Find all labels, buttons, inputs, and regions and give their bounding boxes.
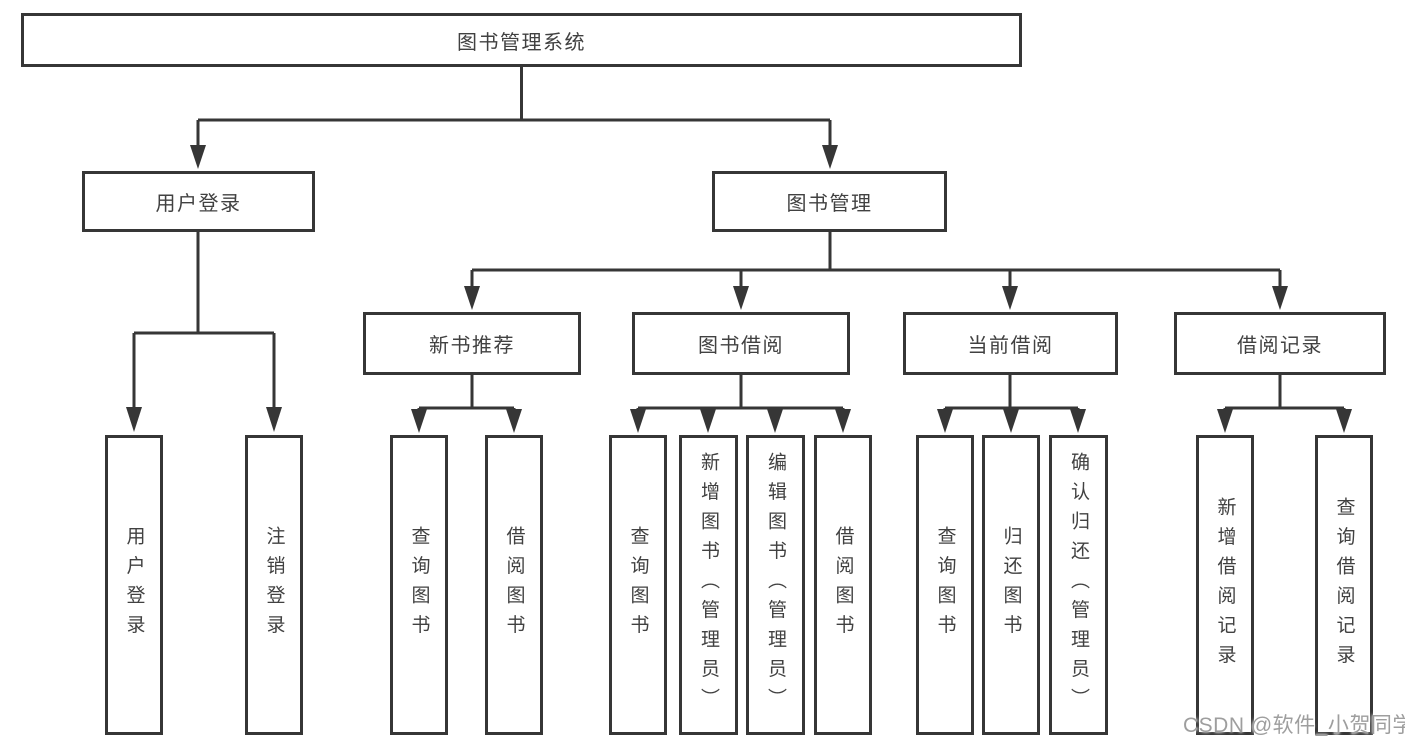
connector-current-borrow <box>943 374 1080 413</box>
csdn-watermark: CSDN @软件_小贺同学 <box>1183 714 1405 737</box>
arrowheads <box>126 145 1352 433</box>
leaf-logout-login: 注销登录 <box>245 435 303 735</box>
leaf-query-borrow-record: 查询借阅记录 <box>1315 435 1373 735</box>
node-library-management-system: 图书管理系统 <box>21 13 1022 67</box>
connector-new-book-recommend <box>417 374 516 413</box>
node-book-management: 图书管理 <box>712 171 947 232</box>
leaf-add-borrow-record: 新增借阅记录 <box>1196 435 1254 735</box>
leaf-edit-books-admin: 编辑图书（管理员） <box>746 435 805 735</box>
connector-book-management <box>470 232 1282 288</box>
leaf-return-books: 归还图书 <box>982 435 1040 735</box>
node-new-book-recommend: 新书推荐 <box>363 312 581 375</box>
leaf-confirm-return-admin: 确认归还（管理员） <box>1049 435 1108 735</box>
connector-borrow-records <box>1223 374 1346 413</box>
leaf-query-books-borrow: 查询图书 <box>609 435 667 735</box>
leaf-query-books-current: 查询图书 <box>916 435 974 735</box>
leaf-borrow-books-recommend: 借阅图书 <box>485 435 543 735</box>
leaf-query-books-recommend: 查询图书 <box>390 435 448 735</box>
node-borrow-records: 借阅记录 <box>1174 312 1386 375</box>
leaf-borrow-books: 借阅图书 <box>814 435 872 735</box>
leaf-add-books-admin: 新增图书（管理员） <box>679 435 738 735</box>
connector-root <box>196 67 832 147</box>
node-user-login: 用户登录 <box>82 171 315 232</box>
connector-book-borrow <box>636 374 845 413</box>
node-current-borrow: 当前借阅 <box>903 312 1118 375</box>
node-book-borrow: 图书借阅 <box>632 312 850 375</box>
leaf-user-login: 用户登录 <box>105 435 163 735</box>
connector-user-login <box>132 232 276 410</box>
